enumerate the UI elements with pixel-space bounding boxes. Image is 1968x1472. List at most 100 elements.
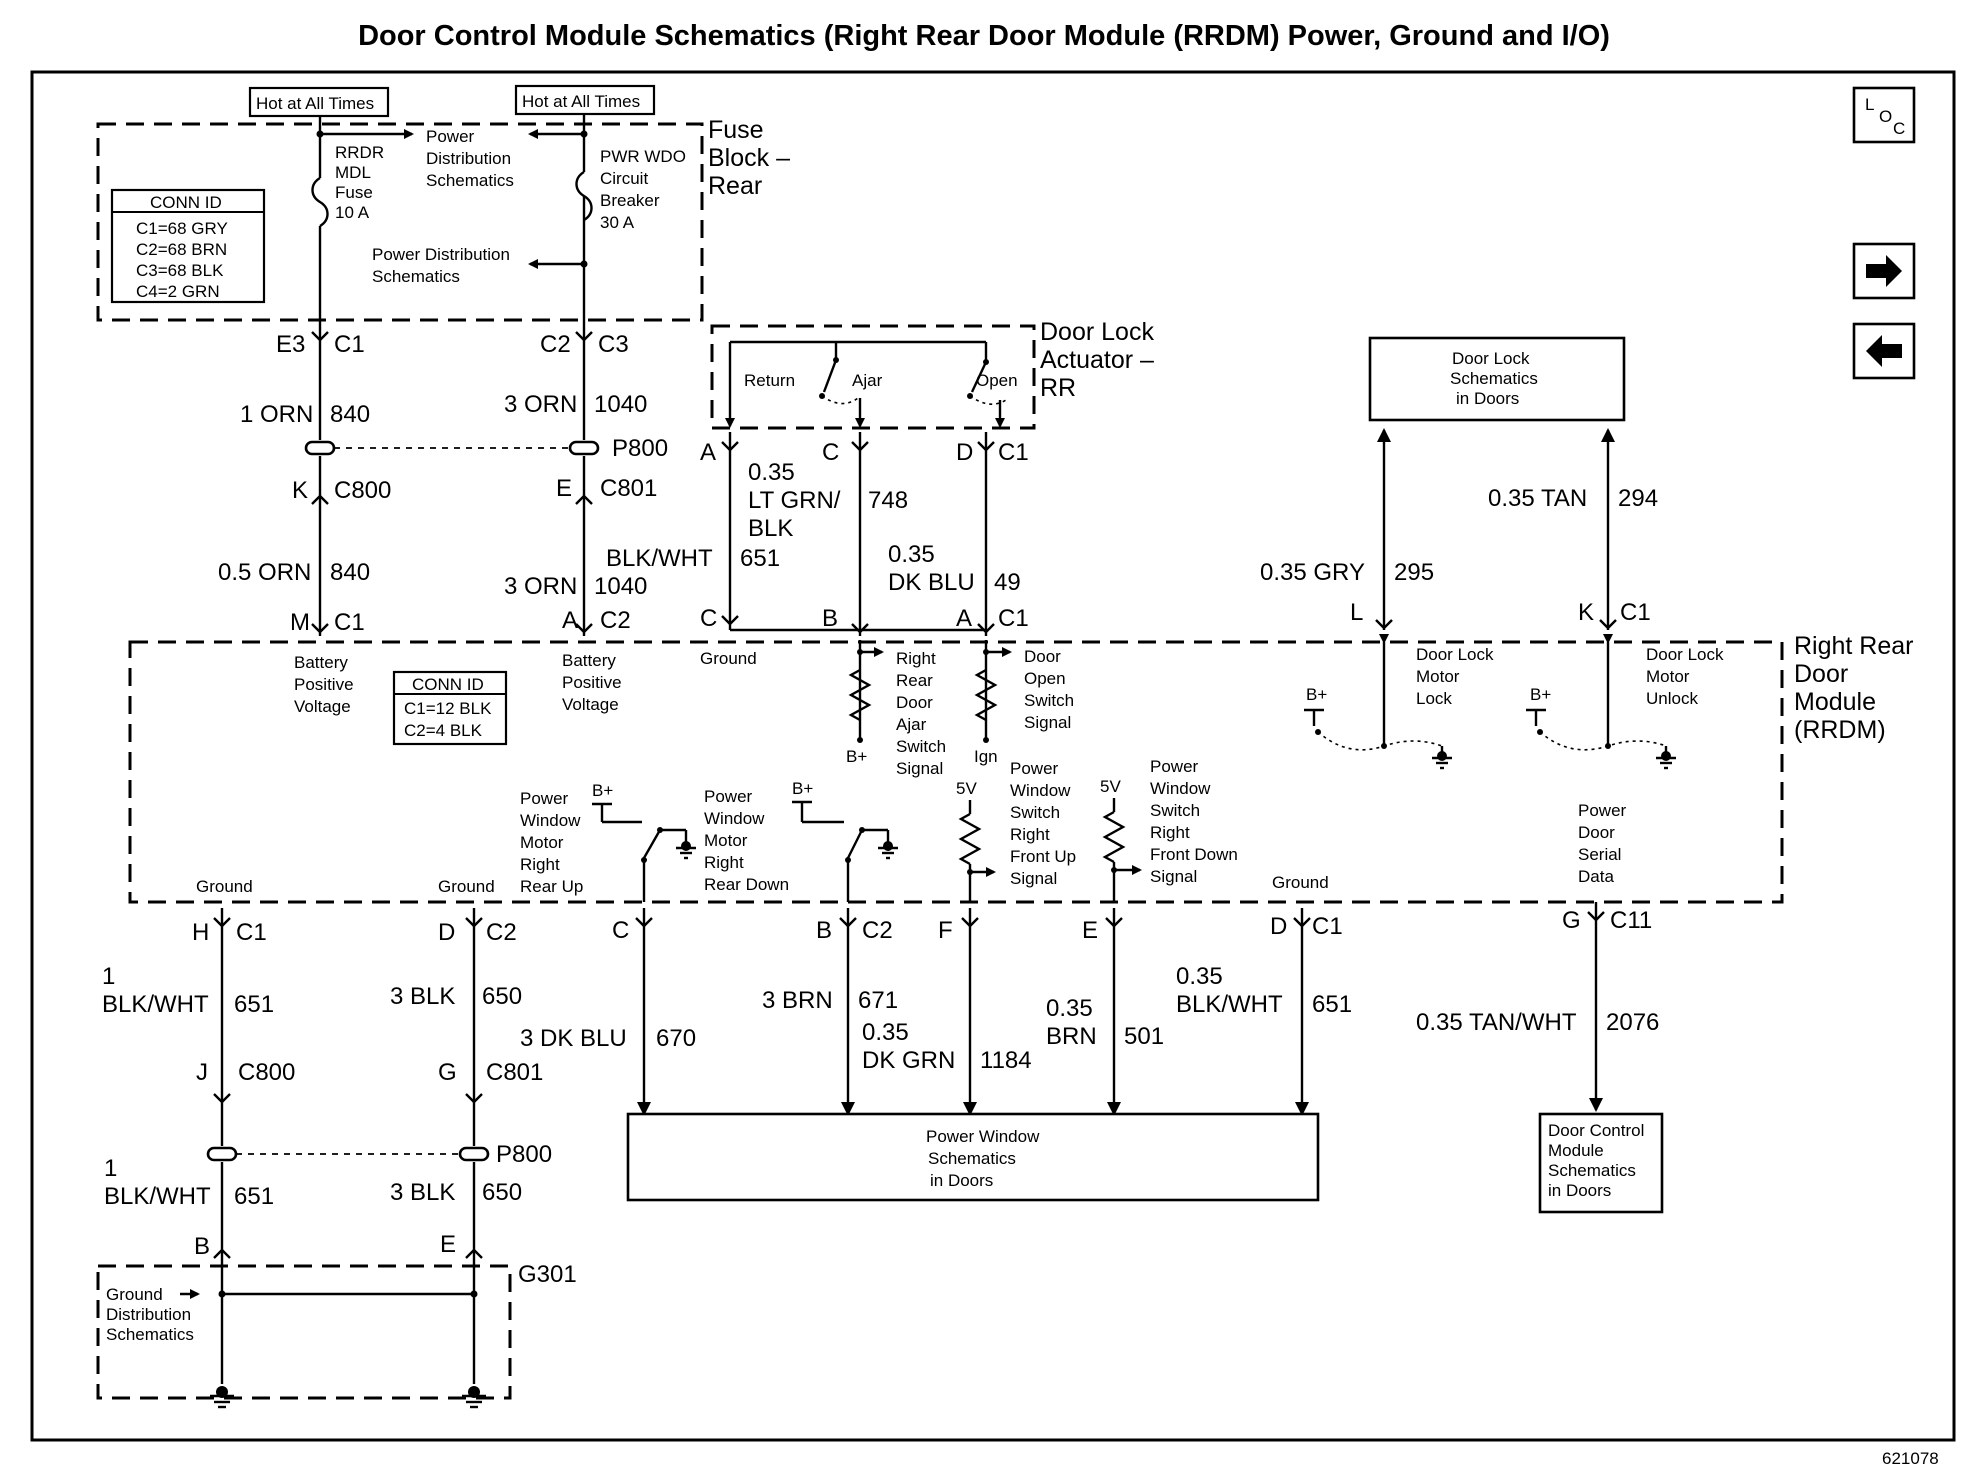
svg-text:Power: Power [1578, 801, 1627, 820]
svg-text:Voltage: Voltage [294, 697, 351, 716]
svg-text:DK GRN: DK GRN [862, 1047, 955, 1074]
ground-distribution-ref: Ground Distribution Schematics [106, 1262, 486, 1409]
power-window-motor-rear-up: Power Window Motor Right Rear Up B+ [520, 781, 696, 902]
svg-text:Voltage: Voltage [562, 695, 619, 714]
svg-text:1 ORN: 1 ORN [240, 401, 313, 428]
svg-text:Switch: Switch [1150, 801, 1200, 820]
svg-text:294: 294 [1618, 485, 1658, 512]
svg-text:BLK/WHT: BLK/WHT [1176, 991, 1283, 1018]
svg-text:C3: C3 [598, 331, 629, 358]
prev-page-button[interactable] [1852, 322, 1916, 380]
svg-text:Schematics: Schematics [928, 1149, 1016, 1168]
svg-text:Rear Down: Rear Down [704, 875, 789, 894]
svg-text:Return: Return [744, 371, 795, 390]
next-page-button[interactable] [1852, 242, 1916, 300]
svg-text:C1: C1 [334, 609, 365, 636]
svg-text:Switch: Switch [1010, 803, 1060, 822]
svg-text:RRDR: RRDR [335, 143, 384, 162]
svg-text:Battery: Battery [562, 651, 616, 670]
svg-text:in Doors: in Doors [930, 1171, 993, 1190]
svg-text:H: H [192, 919, 209, 946]
svg-text:BLK: BLK [748, 515, 793, 542]
svg-text:651: 651 [234, 1183, 274, 1210]
svg-text:C2=68 BRN: C2=68 BRN [136, 240, 227, 259]
actuator-switches: Return Ajar Open [725, 340, 1018, 428]
svg-text:B: B [816, 917, 832, 944]
svg-text:Power Distribution: Power Distribution [372, 245, 510, 264]
svg-text:Right: Right [896, 649, 936, 668]
svg-text:840: 840 [330, 401, 370, 428]
rrdm-conn-id-table: CONN ID C1=12 BLK C2=4 BLK [392, 670, 508, 746]
pwr-wdo-circuit-breaker: PWR WDO Circuit Breaker 30 A [528, 114, 686, 320]
door-lock-schematics-box[interactable]: Door Lock Schematics in Doors [1368, 336, 1626, 422]
wire-840-column: E3 C1 1 ORN 840 K C800 0.5 ORN 840 M C1 [218, 320, 391, 636]
svg-text:650: 650 [482, 983, 522, 1010]
svg-text:C801: C801 [600, 475, 657, 502]
ground-label-3: Ground [1272, 873, 1329, 892]
svg-text:Door Lock: Door Lock [1646, 645, 1724, 664]
hot-at-all-times-tag-1: Hot at All Times [248, 86, 390, 118]
power-window-schematics-box[interactable]: Power Window Schematics in Doors [626, 1112, 1320, 1202]
svg-text:C2: C2 [540, 331, 571, 358]
svg-text:Door: Door [896, 693, 933, 712]
svg-text:Rear Up: Rear Up [520, 877, 583, 896]
svg-text:DK BLU: DK BLU [888, 569, 975, 596]
ground-wire-651: H C1 1 BLK/WHT 651 J C800 1 BLK/WHT 651 … [102, 908, 295, 1262]
svg-text:Window: Window [1150, 779, 1211, 798]
svg-text:3 BLK: 3 BLK [390, 983, 455, 1010]
svg-text:3 DK BLU: 3 DK BLU [520, 1025, 627, 1052]
svg-text:0.35: 0.35 [748, 459, 795, 486]
ground-icon [462, 1386, 486, 1409]
svg-text:0.35 GRY: 0.35 GRY [1260, 559, 1365, 586]
resistor-icon [974, 668, 998, 722]
svg-text:B+: B+ [592, 781, 613, 800]
svg-text:A: A [562, 607, 578, 634]
svg-text:Motor: Motor [520, 833, 564, 852]
svg-text:1040: 1040 [594, 573, 647, 600]
fuse-block-conn-id-table: CONN ID C1=68 GRY C2=68 BRN C3=68 BLK C4… [110, 188, 266, 304]
svg-text:Right: Right [1010, 825, 1050, 844]
page-title: Door Control Module Schematics (Right Re… [358, 20, 1610, 52]
power-window-motor-rear-down: Power Window Motor Right Rear Down B+ [704, 779, 898, 902]
svg-text:D: D [956, 439, 973, 466]
svg-text:P800: P800 [496, 1141, 552, 1168]
svg-text:670: 670 [656, 1025, 696, 1052]
svg-text:E3: E3 [276, 331, 305, 358]
svg-text:CONN ID: CONN ID [150, 193, 222, 212]
svg-text:C: C [822, 439, 839, 466]
outer-frame [30, 70, 1956, 1442]
svg-text:B+: B+ [846, 747, 867, 766]
svg-text:MDL: MDL [335, 163, 371, 182]
svg-text:Signal: Signal [1150, 867, 1197, 886]
svg-text:E: E [1082, 917, 1098, 944]
figure-id: 621078 [1882, 1449, 1939, 1468]
loc-button[interactable]: L O C [1852, 86, 1916, 144]
arrow-left-icon [1866, 335, 1902, 367]
svg-text:C4=2 GRN: C4=2 GRN [136, 282, 220, 301]
svg-text:Open: Open [1024, 669, 1066, 688]
svg-text:Window: Window [704, 809, 765, 828]
battery-positive-voltage-1: Battery Positive Voltage [294, 653, 354, 716]
svg-text:2076: 2076 [1606, 1009, 1659, 1036]
svg-text:Door: Door [1794, 660, 1848, 688]
ground-label-2: Ground [438, 877, 495, 896]
svg-text:Ajar: Ajar [852, 371, 883, 390]
ground-wire-650: D C2 3 BLK 650 G C801 P800 3 BLK 650 E [390, 908, 552, 1262]
svg-text:C11: C11 [1610, 907, 1652, 934]
svg-text:B: B [822, 605, 838, 632]
ground-icon [676, 841, 696, 860]
g301-outline [96, 1264, 512, 1400]
door-control-module-schematics-box[interactable]: Door Control Module Schematics in Doors [1538, 1112, 1664, 1214]
svg-text:3 ORN: 3 ORN [504, 391, 577, 418]
svg-text:Signal: Signal [1010, 869, 1057, 888]
svg-text:D: D [1270, 913, 1287, 940]
svg-text:(RRDM): (RRDM) [1794, 716, 1886, 744]
svg-text:Unlock: Unlock [1646, 689, 1698, 708]
svg-text:Power: Power [1150, 757, 1199, 776]
svg-text:Motor: Motor [1416, 667, 1460, 686]
svg-text:Fuse: Fuse [708, 116, 764, 144]
svg-text:G: G [1562, 907, 1581, 934]
svg-text:CONN ID: CONN ID [412, 675, 484, 694]
svg-text:Right Rear: Right Rear [1794, 632, 1914, 660]
